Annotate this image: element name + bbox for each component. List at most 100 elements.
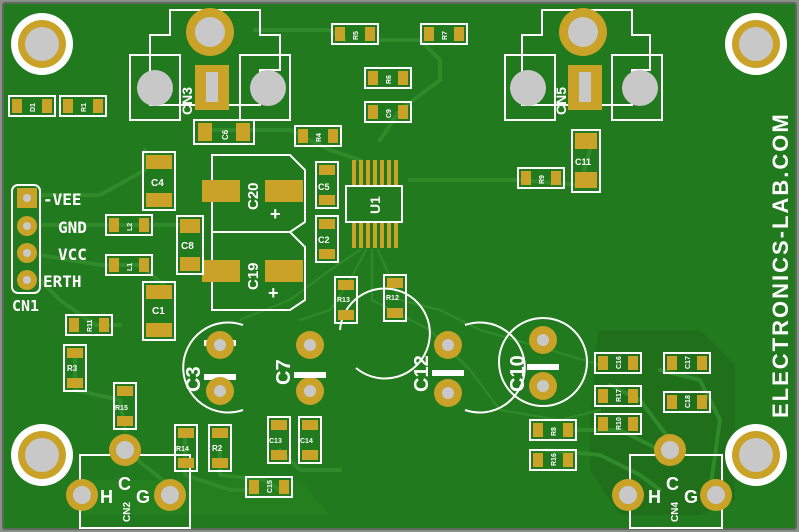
- cn2-pin-c: C: [118, 474, 131, 494]
- svg-text:L2: L2: [127, 223, 134, 231]
- u1-pins-top: [352, 160, 398, 186]
- part-r13: R13: [334, 276, 358, 324]
- cap-c7: C7: [273, 287, 431, 405]
- svg-text:R8: R8: [551, 427, 558, 436]
- svg-text:C11: C11: [575, 157, 591, 167]
- part-r15: R15: [113, 382, 137, 430]
- part-r7: R7: [420, 23, 468, 45]
- svg-text:R5: R5: [353, 31, 360, 40]
- cn5-label: CN5: [553, 87, 569, 115]
- part-c11: C11: [571, 129, 601, 193]
- svg-text:C9: C9: [386, 109, 393, 118]
- part-r17: R17: [594, 385, 642, 407]
- cn1-label: CN1: [12, 297, 39, 315]
- jack-cn2: H C G CN2: [66, 434, 191, 529]
- part-r3: R3: [63, 344, 87, 392]
- part-c9: C9: [364, 101, 412, 123]
- cn2-label: CN2: [122, 502, 133, 522]
- cap-c12: C12: [411, 321, 526, 414]
- svg-text:R6: R6: [386, 75, 393, 84]
- part-l1: L1: [105, 254, 153, 276]
- part-r5: R5: [331, 23, 379, 45]
- part-r6: R6: [364, 67, 412, 89]
- part-r11: R11: [65, 314, 113, 336]
- svg-text:R4: R4: [316, 133, 323, 142]
- svg-text:R13: R13: [337, 297, 350, 304]
- svg-text:R16: R16: [551, 453, 558, 466]
- c19-label: C19: [245, 262, 262, 290]
- mounting-holes: [11, 13, 787, 486]
- part-c18: C18: [663, 391, 711, 413]
- svg-text:C16: C16: [616, 356, 623, 369]
- part-r8: R8: [529, 419, 577, 441]
- svg-text:C8: C8: [181, 241, 194, 252]
- cn1-pin-label-vcc: VCC: [58, 245, 87, 264]
- cn1-pin-label-vee: -VEE: [43, 190, 82, 209]
- svg-text:C15: C15: [267, 480, 274, 493]
- part-c2: C2: [315, 215, 339, 263]
- svg-text:R2: R2: [212, 444, 223, 453]
- ground-pour-bottom: [80, 480, 330, 515]
- part-r12: R12: [383, 274, 407, 322]
- c19-plus: +: [268, 283, 279, 303]
- svg-text:R17: R17: [616, 389, 623, 402]
- svg-text:R14: R14: [176, 446, 189, 453]
- u1-pins-bottom: [352, 222, 398, 248]
- svg-text:R3: R3: [67, 364, 78, 373]
- cap-c10: C10: [498, 317, 588, 407]
- part-r4: R4: [294, 125, 342, 147]
- cn1-pin-label-erth: ERTH: [43, 272, 82, 291]
- svg-text:R11: R11: [87, 319, 94, 332]
- connector-cn1: -VEE GND VCC ERTH CN1: [11, 184, 87, 315]
- svg-text:R10: R10: [616, 417, 623, 430]
- part-r10: R10: [594, 413, 642, 435]
- part-c13: C13: [267, 416, 291, 464]
- ic-u1: U1: [345, 160, 403, 248]
- svg-text:C13: C13: [269, 438, 282, 445]
- part-r14: R14: [174, 424, 198, 472]
- svg-text:C2: C2: [318, 235, 330, 245]
- cap-c19: C19 +: [202, 231, 306, 311]
- svg-text:C18: C18: [685, 395, 692, 408]
- c3-label: C3: [183, 366, 205, 392]
- cn4-pin-c: C: [666, 474, 679, 494]
- jack-cn3: CN3: [129, 8, 291, 121]
- part-r1: R1: [59, 95, 107, 117]
- cn2-pin-h: H: [100, 487, 113, 507]
- part-c6: C6: [193, 119, 255, 145]
- svg-text:C4: C4: [151, 178, 164, 189]
- part-c1: C1: [142, 281, 176, 341]
- svg-text:R7: R7: [442, 31, 449, 40]
- part-c16: C16: [594, 352, 642, 374]
- svg-text:C6: C6: [221, 129, 230, 140]
- svg-text:C17: C17: [685, 356, 692, 369]
- c20-label: C20: [245, 182, 262, 210]
- svg-text:L1: L1: [127, 263, 134, 271]
- cn2-pin-g: G: [136, 487, 150, 507]
- cn4-pin-g: G: [684, 487, 698, 507]
- svg-text:C14: C14: [300, 438, 313, 445]
- part-r9: R9: [517, 167, 565, 189]
- cn1-pin-label-gnd: GND: [58, 218, 87, 237]
- svg-text:R9: R9: [539, 175, 546, 184]
- part-c17: C17: [663, 352, 711, 374]
- cn4-pin-h: H: [648, 487, 661, 507]
- cn4-label: CN4: [670, 502, 681, 522]
- svg-text:R12: R12: [386, 295, 399, 302]
- svg-text:R15: R15: [115, 405, 128, 412]
- smd-components: D1 R1 R5 R7 R6 C9 C6: [8, 23, 711, 498]
- part-d1: D1: [8, 95, 56, 117]
- brand-label: ELECTRONICS-LAB.COM: [768, 112, 793, 418]
- c12-label: C12: [411, 355, 433, 392]
- part-c8: C8: [176, 215, 204, 275]
- c20-plus: +: [270, 204, 281, 224]
- jack-cn5: CN5: [504, 8, 663, 121]
- part-c14: C14: [298, 416, 322, 464]
- svg-text:C1: C1: [152, 306, 165, 317]
- part-c5: C5: [315, 161, 339, 209]
- part-r16: R16: [529, 449, 577, 471]
- part-c15: C15: [245, 476, 293, 498]
- cap-c3: C3: [182, 321, 244, 414]
- cn3-label: CN3: [179, 87, 195, 115]
